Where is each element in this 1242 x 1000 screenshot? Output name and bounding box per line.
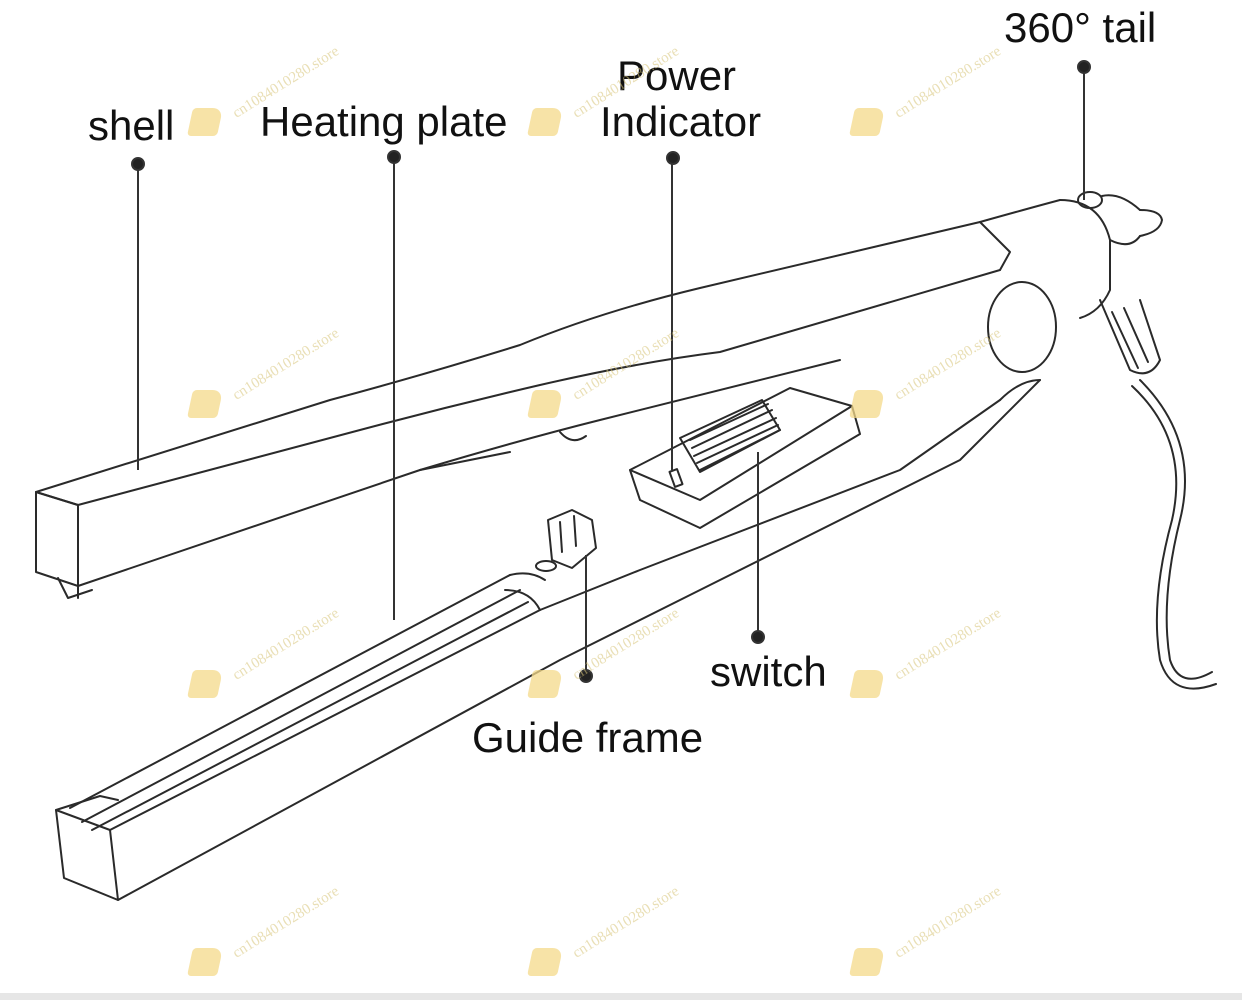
dot-shell [131,157,145,171]
label-shell: shell [88,102,175,149]
upper-arm-shell [35,221,1011,599]
dot-power-indicator [666,151,680,165]
dot-heating-plate [387,150,401,164]
dot-guide-frame [579,669,593,683]
brand-logo-icon [187,108,223,136]
brand-logo-icon [527,948,563,976]
brand-logo-icon [187,390,223,418]
brand-logo-icon [849,390,885,418]
guide-frame-drawing [535,509,597,572]
brand-logo-icon [527,390,563,418]
label-power-indicator-line2: Indicator [600,98,762,145]
label-power-indicator-line1: Power [617,52,737,99]
control-panel [629,387,861,529]
bottom-divider [0,993,1242,1000]
dot-tail [1077,60,1091,74]
brand-logo-icon [187,670,223,698]
dot-switch [751,630,765,644]
brand-logo-icon [849,670,885,698]
lower-arm [55,379,1041,901]
brand-logo-icon [187,948,223,976]
brand-logo-icon [849,108,885,136]
label-switch: switch [710,648,827,695]
label-guide-frame: Guide frame [472,714,704,761]
label-heating-plate: Heating plate [260,98,508,145]
brand-logo-icon [527,108,563,136]
label-tail: 360° tail [1004,4,1157,51]
brand-logo-icon [527,670,563,698]
hinge-and-tail [979,191,1217,690]
brand-logo-icon [849,948,885,976]
